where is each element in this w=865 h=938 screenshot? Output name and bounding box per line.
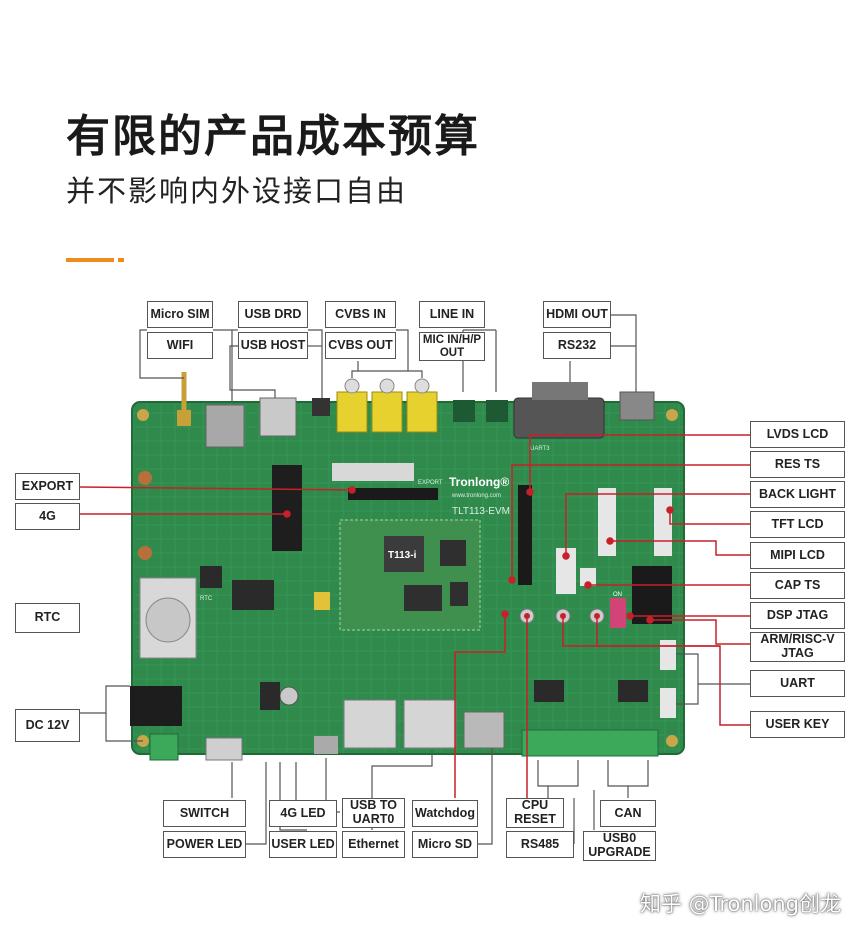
board-brand: Tronlong® xyxy=(449,475,509,489)
label-micro-sd: Micro SD xyxy=(412,831,478,858)
hdmi-port xyxy=(619,391,655,421)
label-usb-to-uart0: USB TO UART0 xyxy=(342,798,405,828)
label-rtc: RTC xyxy=(15,603,80,633)
label-can: CAN xyxy=(600,800,656,827)
label-rs485: RS485 xyxy=(506,831,574,858)
soc-label: T113-i xyxy=(388,550,417,561)
label-4g-led: 4G LED xyxy=(269,800,337,827)
label-switch: SWITCH xyxy=(163,800,246,827)
label-mipi-lcd: MIPI LCD xyxy=(750,542,845,569)
label-cpu-reset: CPU RESET xyxy=(506,798,564,828)
label-cap-ts: CAP TS xyxy=(750,572,845,599)
label-uart: UART xyxy=(750,670,845,697)
board-model: TLT113-EVM xyxy=(452,506,510,517)
silk-rtc: RTC xyxy=(200,596,213,602)
sd-slot xyxy=(463,711,505,749)
label-usb0-upgrade: USB0 UPGRADE xyxy=(583,831,656,861)
silk-export: EXPORT xyxy=(418,480,443,486)
db9-connector xyxy=(513,397,605,439)
usb-drd-port xyxy=(312,398,330,416)
usb-host-port xyxy=(259,397,297,437)
label-cvbs-in: CVBS IN xyxy=(325,301,396,328)
label-ethernet: Ethernet xyxy=(342,831,405,858)
board-website: www.tronlong.com xyxy=(451,493,501,499)
label-tft-lcd: TFT LCD xyxy=(750,511,845,538)
label-hdmi-out: HDMI OUT xyxy=(543,301,611,328)
label-wifi: WIFI xyxy=(147,332,213,359)
label-arm-riscv-jtag: ARM/RISC-V JTAG xyxy=(750,632,845,662)
watermark: 知乎 @Tronlong创龙 xyxy=(639,892,841,916)
label-power-led: POWER LED xyxy=(163,831,246,858)
accent-dash xyxy=(66,258,114,262)
label-res-ts: RES TS xyxy=(750,451,845,478)
label-usb-host: USB HOST xyxy=(238,332,308,359)
label-usb-drd: USB DRD xyxy=(238,301,308,328)
silk-uart3: UART3 xyxy=(530,446,550,452)
label-user-key: USER KEY xyxy=(750,711,845,738)
label-mic-in-hp-out: MIC IN/H/P OUT xyxy=(419,332,485,361)
label-user-led: USER LED xyxy=(269,831,337,858)
label-export: EXPORT xyxy=(15,473,80,500)
ethernet-jack xyxy=(343,699,397,749)
label-4g: 4G xyxy=(15,503,80,530)
sim-slot xyxy=(205,404,245,448)
page-subtitle: 并不影响内外设接口自由 xyxy=(66,174,408,208)
label-back-light: BACK LIGHT xyxy=(750,481,845,508)
label-lvds-lcd: LVDS LCD xyxy=(750,421,845,448)
accent-dot xyxy=(118,258,124,262)
label-watchdog: Watchdog xyxy=(412,800,478,827)
label-dsp-jtag: DSP JTAG xyxy=(750,602,845,629)
label-dc-12v: DC 12V xyxy=(15,709,80,742)
label-line-in: LINE IN xyxy=(419,301,485,328)
page-title: 有限的产品成本预算 xyxy=(66,111,480,162)
label-rs232: RS232 xyxy=(543,332,611,359)
label-micro-sim: Micro SIM xyxy=(147,301,213,328)
label-cvbs-out: CVBS OUT xyxy=(325,332,396,359)
silk-on: ON xyxy=(613,592,622,598)
